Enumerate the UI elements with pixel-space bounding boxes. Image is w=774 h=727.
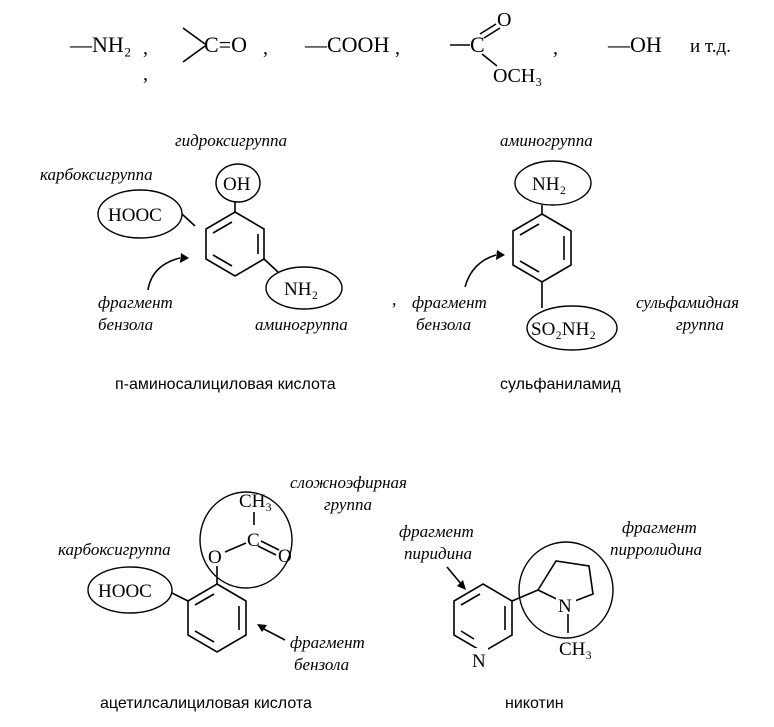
nic-pyr-double-1 bbox=[460, 593, 481, 606]
pas-nh2-ellipse bbox=[265, 266, 343, 310]
asa-ch3: CH₃ bbox=[239, 491, 272, 512]
pas-ring-double-3 bbox=[212, 254, 233, 267]
pas-nh2-bond bbox=[263, 258, 279, 273]
separator-comma-4: , bbox=[553, 37, 558, 59]
pas-arrow-head bbox=[180, 253, 189, 263]
asa-ring-double-3 bbox=[194, 630, 215, 643]
asa-benzene-label-2: бензола bbox=[294, 655, 349, 674]
carboxyl-group-formula: —COOH bbox=[304, 32, 389, 57]
nic-pyrr-n-mask bbox=[556, 594, 576, 616]
nic-pyridine-label-2: пиридина bbox=[404, 544, 472, 563]
sulf-benzene-ring bbox=[512, 213, 572, 283]
asa-ring-double-1 bbox=[194, 593, 215, 606]
asa-carboxy-label: карбоксигруппа bbox=[58, 540, 171, 559]
carbonyl-bond-upper bbox=[182, 27, 206, 45]
pas-oh-circle bbox=[215, 163, 261, 203]
ester-bond-lower bbox=[481, 53, 498, 67]
nic-pyrrolidine-circle bbox=[518, 541, 614, 639]
sulf-so2nh2-ellipse bbox=[526, 305, 618, 351]
asa-ester-label-2: группа bbox=[324, 495, 372, 514]
asa-hooc-bond bbox=[171, 592, 189, 602]
sulf-nh2-ellipse bbox=[514, 160, 592, 206]
pas-name: п-аминосалициловая кислота bbox=[115, 376, 336, 393]
ester-och3: OCH₃ bbox=[493, 65, 542, 87]
nic-pyrrolidine-label-1: фрагмент bbox=[622, 518, 697, 537]
nic-arrow-line bbox=[446, 566, 463, 586]
pas-oh-formula: OH bbox=[223, 174, 251, 195]
pas-ring-double-1 bbox=[212, 221, 233, 234]
nic-link-bond bbox=[511, 589, 539, 602]
nic-pyridine-ring bbox=[453, 583, 513, 653]
pas-nh2-formula: NH₂ bbox=[284, 279, 318, 300]
ester-double-bond-a bbox=[479, 23, 497, 35]
asa-co-double-a bbox=[260, 540, 280, 551]
asa-co-single bbox=[224, 542, 247, 553]
nic-pyrrolidine-label-2: пирролидина bbox=[610, 540, 702, 559]
carbonyl-formula: C=O bbox=[204, 32, 247, 57]
asa-arrow-line bbox=[261, 627, 286, 641]
nic-pyridine-label-1: фрагмент bbox=[399, 522, 474, 541]
sulf-so2nh2-formula: SO₂NH₂ bbox=[531, 319, 596, 340]
asa-carbonyl-oxygen: O bbox=[278, 546, 292, 567]
separator-comma-3: , bbox=[395, 37, 400, 59]
functional-groups-row: —NH₂ , , C=O , —COOH , C O OCH₃ , —OH и … bbox=[69, 9, 731, 87]
ester-carbonyl-oxygen: O bbox=[497, 9, 511, 31]
pas-arrow-curve bbox=[147, 257, 181, 291]
asa-ester-circle bbox=[199, 491, 293, 589]
sulf-ring-double-1 bbox=[519, 223, 540, 236]
separator-comma-1: , bbox=[143, 37, 148, 59]
nic-name: никотин bbox=[505, 695, 564, 712]
asa-ester-carbon: C bbox=[247, 530, 260, 551]
nic-pyr-double-3 bbox=[460, 630, 475, 640]
asa-name: ацетилсалициловая кислота bbox=[100, 695, 312, 712]
sulf-benzene-label-1: фрагмент bbox=[412, 293, 487, 312]
sulf-ring-double-3 bbox=[519, 260, 540, 273]
asa-molecule: сложноэфирная группа CH₃ C O O карбоксиг… bbox=[58, 473, 407, 712]
nic-pyridine-n: N bbox=[472, 651, 486, 672]
sulf-sulfamide-label-2: группа bbox=[676, 315, 724, 334]
asa-benzene-ring bbox=[187, 583, 247, 653]
separator-comma-2: , bbox=[263, 37, 268, 59]
sulf-amino-label: аминогруппа bbox=[500, 131, 593, 150]
sulf-arrow-curve bbox=[464, 254, 497, 288]
nic-arrow-head bbox=[457, 580, 466, 590]
pas-benzene-label-1: фрагмент bbox=[98, 293, 173, 312]
nic-ch3: CH₃ bbox=[559, 639, 592, 660]
asa-arrow-head bbox=[257, 624, 267, 632]
asa-hooc-ellipse bbox=[87, 566, 173, 614]
ester-double-bond-b bbox=[483, 27, 501, 39]
sulf-arrow-head bbox=[496, 250, 505, 260]
nic-pyrrolidine-n: N bbox=[558, 596, 572, 617]
separator-comma-1b: , bbox=[143, 63, 148, 85]
pas-carboxy-label: карбоксигруппа bbox=[40, 165, 153, 184]
asa-co-double-b bbox=[257, 545, 277, 556]
pas-hooc-formula: HOOC bbox=[108, 205, 162, 226]
etc-label: и т.д. bbox=[690, 36, 731, 57]
sulf-nh2-formula: NH₂ bbox=[532, 174, 566, 195]
pas-benzene-label-2: бензола bbox=[98, 315, 153, 334]
sulf-sulfamide-label-1: сульфамидная bbox=[636, 293, 739, 312]
carbonyl-bond-lower bbox=[182, 45, 206, 63]
pas-benzene-ring bbox=[205, 211, 265, 277]
hydroxyl-group-formula: —OH bbox=[607, 32, 662, 57]
pas-amino-label: аминогруппа bbox=[255, 315, 348, 334]
pas-molecule: гидроксигруппа карбоксигруппа OH HOOC NH… bbox=[40, 131, 348, 393]
sulf-benzene-label-2: бензола bbox=[416, 315, 471, 334]
pas-hydroxy-label: гидроксигруппа bbox=[175, 131, 287, 150]
asa-ester-oxygen: O bbox=[208, 547, 222, 568]
sulf-name: сульфаниламид bbox=[500, 376, 621, 393]
middle-comma: , bbox=[392, 289, 397, 309]
nic-n-mask bbox=[470, 648, 488, 670]
ester-carbon: C bbox=[470, 32, 485, 57]
amino-group-formula: —NH₂ bbox=[69, 32, 131, 57]
asa-ester-label-1: сложноэфирная bbox=[290, 473, 407, 492]
sulfanilamide-molecule: аминогруппа NH₂ SO₂NH₂ фрагмент бензола … bbox=[412, 131, 739, 393]
asa-benzene-label-1: фрагмент bbox=[290, 633, 365, 652]
pas-hooc-bond bbox=[181, 213, 196, 227]
asa-hooc-formula: HOOC bbox=[98, 581, 152, 602]
nicotine-molecule: фрагмент пиридина фрагмент пирролидина N… bbox=[399, 518, 702, 712]
